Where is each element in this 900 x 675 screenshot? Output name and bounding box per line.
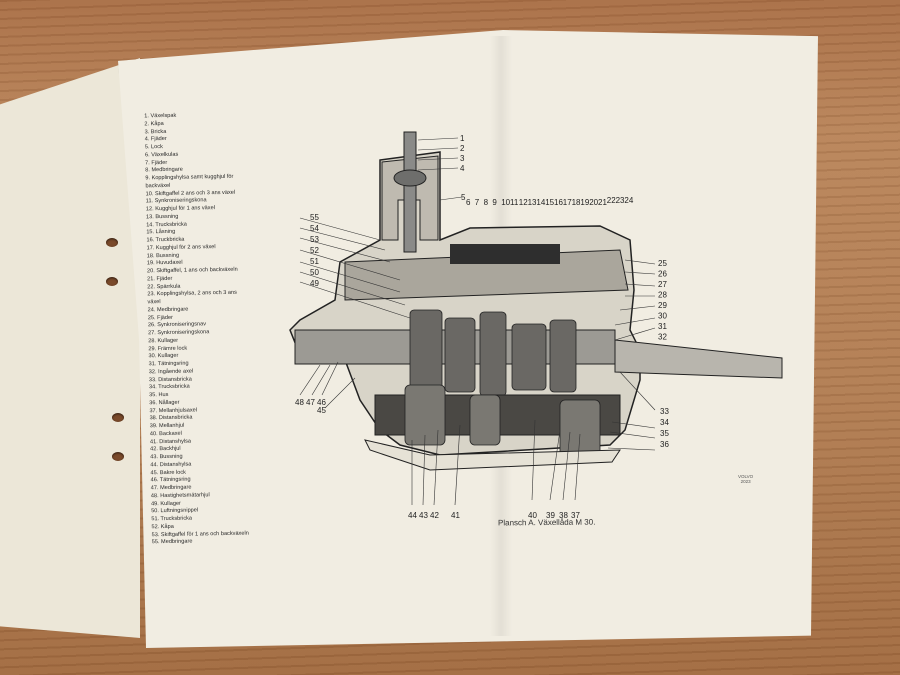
callout-number: 32 [658, 333, 667, 342]
gearbox-illustration [289, 131, 783, 471]
callout-number: 39 [546, 511, 555, 520]
callout-number: 30 [658, 312, 667, 321]
callout-number: 45 [317, 406, 326, 415]
callout-number: 5 [461, 193, 466, 202]
callout-number: 2 [460, 144, 465, 153]
callout-number: 26 [658, 270, 667, 279]
callout-number: 14 [536, 198, 545, 207]
callout-number: 41 [451, 511, 460, 520]
callout-number: 13 [528, 198, 537, 207]
callout-number: 42 [430, 511, 439, 520]
callout-number: 25 [658, 259, 667, 268]
callout-number: 29 [658, 301, 667, 310]
callout-number: 53 [310, 235, 319, 244]
callout-number: 24 [624, 196, 633, 205]
callout-number: 17 [563, 198, 572, 207]
callout-number: 36 [660, 440, 669, 449]
callout-number: 47 [306, 398, 315, 407]
callout-number: 9 [492, 198, 497, 207]
callout-number: 1 [460, 134, 465, 143]
maker-mark-line: 2023 [740, 479, 751, 484]
callout-number: 34 [660, 418, 669, 427]
callout-number: 4 [460, 164, 465, 173]
callout-number: 33 [660, 407, 669, 416]
callout-number: 23 [616, 196, 625, 205]
callout-number: 27 [658, 280, 667, 289]
callout-number: 8 [484, 198, 489, 207]
callout-number: 16 [554, 198, 563, 207]
callout-number: 20 [589, 198, 598, 207]
callout-number: 43 [419, 511, 428, 520]
binder-hole [112, 413, 124, 422]
callout-number: 11 [510, 198, 519, 207]
callout-number: 7 [475, 198, 480, 207]
callout-number: 38 [559, 511, 568, 520]
callout-number: 19 [580, 198, 589, 207]
callout-number: 52 [310, 246, 319, 255]
callout-number: 49 [310, 279, 319, 288]
callout-number: 40 [528, 511, 537, 520]
figure-caption: Plansch A. Växellåda M 30. [497, 517, 596, 528]
callout-number: 44 [408, 511, 417, 520]
callout-number: 51 [310, 257, 319, 266]
callout-number: 48 [295, 398, 304, 407]
callout-number: 22 [607, 196, 616, 205]
callout-number: 37 [571, 511, 580, 520]
callout-number: 55 [310, 213, 319, 222]
leader-lines [299, 137, 656, 506]
maker-mark-line: VOLVO [738, 474, 754, 479]
callout-number: 15 [545, 198, 554, 207]
callout-number: 12 [519, 198, 528, 207]
callout-number: 54 [310, 224, 319, 233]
callout-number: 6 [466, 198, 471, 207]
callout-number: 46 [317, 398, 326, 407]
maker-mark: VOLVO 2023 [738, 474, 753, 484]
binder-hole [112, 452, 124, 461]
callout-number: 10 [501, 198, 510, 207]
callout-number: 28 [658, 291, 667, 300]
callout-number: 31 [658, 322, 667, 331]
callout-number: 50 [310, 268, 319, 277]
callout-number: 21 [598, 198, 607, 207]
callout-number: 18 [572, 198, 581, 207]
callout-number: 3 [460, 154, 465, 163]
callout-number: 35 [660, 429, 669, 438]
left-page [0, 58, 140, 638]
binder-hole [106, 238, 118, 247]
binder-hole [106, 277, 118, 286]
